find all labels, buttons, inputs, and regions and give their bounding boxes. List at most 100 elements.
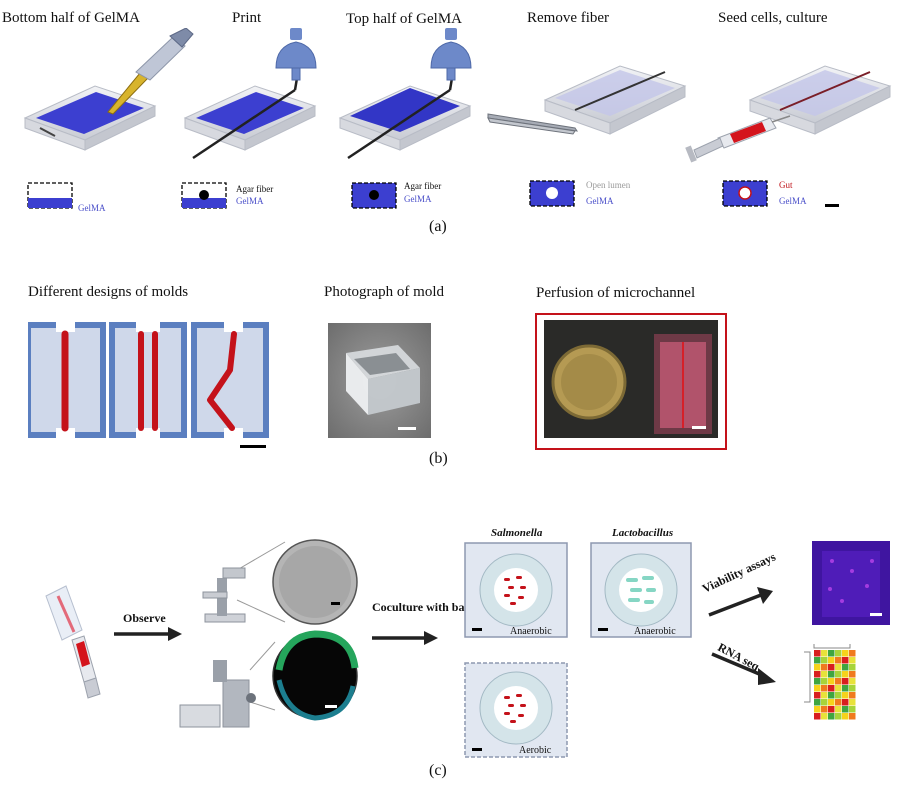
- lactobacillus-anaerobic-box: [590, 542, 692, 638]
- mold-design-single: [28, 320, 106, 440]
- print-nozzle-icon: [275, 28, 317, 81]
- heatmap-cell: [828, 650, 835, 657]
- heatmap-cell: [835, 657, 842, 664]
- heatmap-cell: [835, 699, 842, 706]
- print-nozzle-icon-2: [430, 28, 472, 81]
- rnaseq-heatmap: [804, 644, 856, 720]
- heatmap-cell: [835, 692, 842, 699]
- heatmap-cell: [828, 685, 835, 692]
- heatmap-cell: [842, 699, 849, 706]
- scale-bar: [331, 602, 340, 605]
- step-title-seed-cells: Seed cells, culture: [718, 10, 828, 26]
- lactobacillus-title: Lactobacillus: [612, 527, 674, 539]
- heatmap-cell: [835, 664, 842, 671]
- heatmap-cell: [821, 678, 828, 685]
- heatmap-cell: [828, 699, 835, 706]
- scale-bar: [325, 705, 337, 708]
- mold-design-double: [109, 320, 187, 440]
- heatmap-cell: [849, 678, 856, 685]
- heatmap-cell: [828, 657, 835, 664]
- heatmap-cell: [835, 671, 842, 678]
- heatmap-cell: [814, 671, 821, 678]
- heatmap-cell: [849, 685, 856, 692]
- heatmap-cell: [821, 664, 828, 671]
- perfusion-title: Perfusion of microchannel: [536, 285, 696, 301]
- tweezers-icon: [487, 113, 579, 135]
- heatmap-cell: [842, 706, 849, 713]
- heatmap-cell: [842, 685, 849, 692]
- step-title-remove-fiber: Remove fiber: [527, 10, 610, 26]
- mold-step-4: [543, 65, 687, 135]
- heatmap-cell: [835, 706, 842, 713]
- step-title-bottom-gelma: Bottom half of GelMA: [2, 10, 140, 26]
- heatmap-cell: [849, 692, 856, 699]
- mold-step-3: [338, 77, 472, 160]
- heatmap-cell: [835, 713, 842, 720]
- heatmap-cell: [849, 706, 856, 713]
- heatmap-cell: [814, 692, 821, 699]
- panel-letter-b: (b): [429, 450, 448, 467]
- heatmap-cell: [828, 706, 835, 713]
- observe-label: Observe: [123, 611, 166, 625]
- heatmap-cell: [821, 671, 828, 678]
- heatmap-cell: [842, 657, 849, 664]
- heatmap-cell: [814, 685, 821, 692]
- heatmap-cell: [821, 692, 828, 699]
- mold-design-bent: [191, 320, 269, 440]
- heatmap-cell: [821, 713, 828, 720]
- salmonella-title: Salmonella: [491, 527, 543, 539]
- heatmap-cell: [835, 650, 842, 657]
- perfusion-photograph: [544, 320, 718, 438]
- salmonella-anaerobic-label: Anaerobic: [510, 626, 552, 637]
- heatmap-cell: [849, 664, 856, 671]
- coculture-label: Coculture with bacteria: [372, 600, 494, 614]
- step-title-top-gelma: Top half of GelMA: [346, 11, 463, 27]
- heatmap-cell: [842, 713, 849, 720]
- viability-fluorescence-image: [812, 541, 890, 625]
- mold-designs-illustration: [28, 320, 269, 448]
- gut-chip-with-syringe: [45, 585, 101, 699]
- heatmap-cell: [842, 664, 849, 671]
- scale-bar: [472, 628, 482, 631]
- panel-letter-c: (c): [429, 762, 447, 779]
- scale-bar: [398, 427, 416, 430]
- heatmap-cell: [814, 699, 821, 706]
- label-gelma-1: GelMA: [78, 203, 106, 213]
- heatmap-cell: [842, 671, 849, 678]
- heatmap-cell: [828, 692, 835, 699]
- panel-letter-a: (a): [429, 218, 447, 235]
- heatmap-cell: [814, 657, 821, 664]
- mold-designs-title: Different designs of molds: [28, 284, 189, 300]
- label-gelma-2: GelMA: [236, 196, 264, 206]
- heatmap-cell: [821, 657, 828, 664]
- heatmap-cell: [821, 706, 828, 713]
- photo-title: Photograph of mold: [324, 284, 444, 300]
- heatmap-cell: [814, 678, 821, 685]
- heatmap-cell: [814, 650, 821, 657]
- label-gelma-5: GelMA: [779, 196, 807, 206]
- cross-sections: [27, 180, 839, 209]
- label-gelma-4: GelMA: [586, 196, 614, 206]
- heatmap-cell: [835, 678, 842, 685]
- mold-photograph: [328, 323, 431, 438]
- heatmap-cell: [835, 685, 842, 692]
- heatmap-cell: [842, 678, 849, 685]
- salmonella-anaerobic-box: [464, 542, 568, 638]
- heatmap-cell: [828, 678, 835, 685]
- salmonella-aerobic-box: [464, 662, 568, 758]
- heatmap-cell: [849, 699, 856, 706]
- heatmap-cell: [814, 713, 821, 720]
- viability-arrow: [708, 587, 773, 617]
- heatmap-cell: [828, 664, 835, 671]
- label-open-lumen: Open lumen: [586, 180, 631, 190]
- heatmap-cell: [849, 713, 856, 720]
- scale-bar: [870, 613, 882, 616]
- scale-bar: [825, 204, 839, 207]
- fabrication-steps-illustration: [23, 28, 892, 163]
- heatmap-cell: [828, 671, 835, 678]
- mold-step-5: [748, 65, 892, 135]
- heatmap-cell: [842, 692, 849, 699]
- heatmap-cell: [828, 713, 835, 720]
- label-agar-fiber-2: Agar fiber: [404, 181, 442, 191]
- heatmap-cell: [821, 650, 828, 657]
